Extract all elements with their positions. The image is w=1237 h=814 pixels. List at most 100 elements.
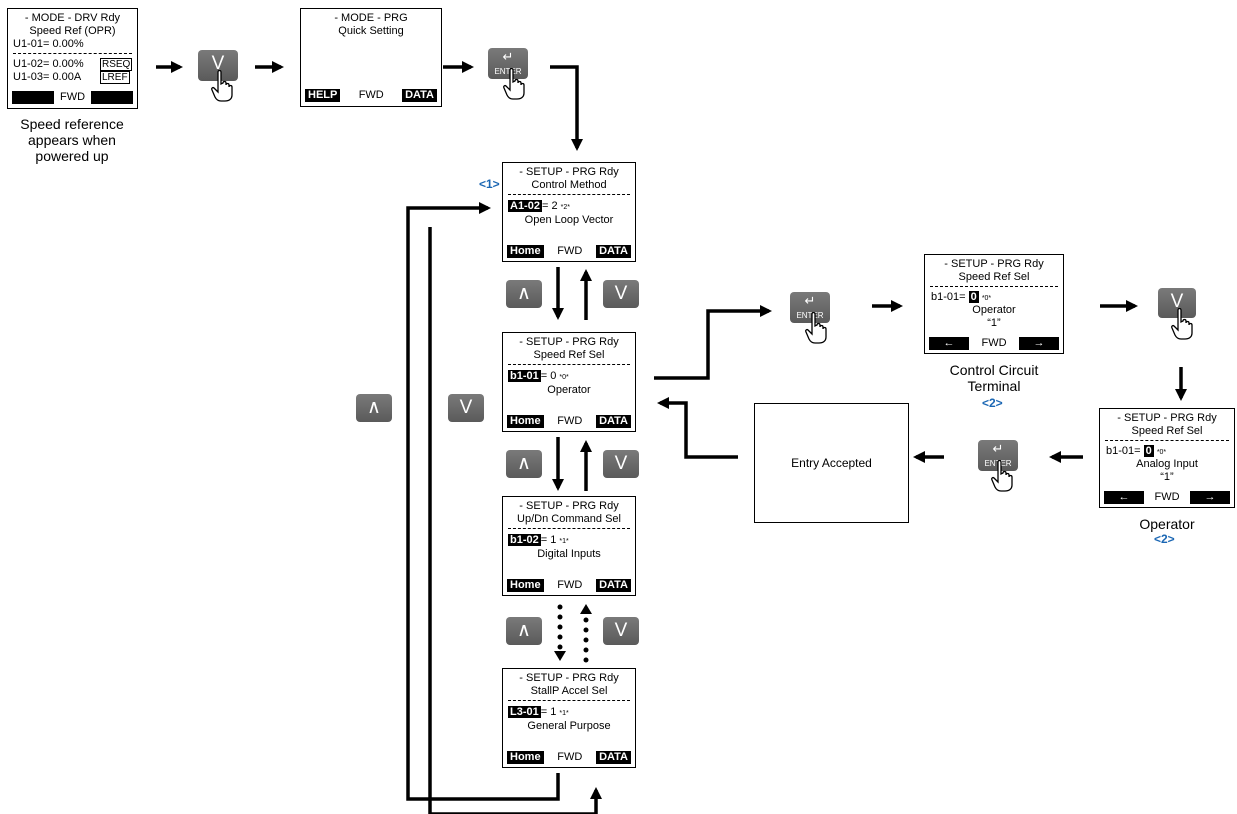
fwd-label: FWD [557, 579, 582, 592]
divider [1105, 440, 1229, 441]
setup-footer: Home FWD DATA [507, 245, 631, 258]
setup-header: - SETUP - PRG Rdy [503, 166, 635, 179]
param-value: = 1 [541, 706, 557, 718]
up-key-2[interactable]: ∧ [506, 450, 542, 478]
setup-header: - SETUP - PRG Rdy [1100, 412, 1234, 425]
param-title: StallP Accel Sel [503, 685, 635, 698]
caption-line-1: Operator [1099, 516, 1235, 532]
down-arrow-icon: V [603, 620, 639, 642]
enter-glyph-icon: ↵ [978, 441, 1018, 457]
entry-accepted-box: Entry Accepted [754, 403, 909, 523]
setup-header: - SETUP - PRG Rdy [503, 336, 635, 349]
divider [508, 700, 630, 701]
fwd-label: FWD [557, 415, 582, 428]
caption-line-1: Control Circuit [924, 362, 1064, 378]
param-desc: General Purpose [503, 720, 635, 733]
right-arrow-softkey[interactable]: → [1019, 337, 1059, 350]
caption-line-2: appears when [2, 132, 142, 148]
hand-pointer-icon [1170, 308, 1194, 340]
up-arrow-icon: ∧ [356, 397, 392, 419]
down-arrow-icon: V [603, 283, 639, 305]
default-value: *0* [1157, 449, 1166, 456]
home-softkey[interactable]: Home [507, 751, 544, 764]
default-value: *0* [559, 374, 568, 381]
down-key-3[interactable]: V [603, 617, 639, 645]
left-arrow-softkey[interactable]: ← [929, 337, 969, 350]
up-arrow-icon: ∧ [506, 453, 542, 475]
powered-up-caption: Speed reference appears when powered up [2, 116, 142, 164]
home-softkey[interactable]: Home [507, 415, 544, 428]
param-value: = 1 [541, 534, 557, 546]
param-value: = 2 [542, 200, 558, 212]
edit-digit[interactable]: 0 [969, 291, 979, 303]
caption-line-3: powered up [2, 148, 142, 164]
data-softkey[interactable]: DATA [596, 415, 631, 428]
left-arrow-softkey[interactable]: ← [1104, 491, 1144, 504]
up-key-1[interactable]: ∧ [506, 280, 542, 308]
caption-line-1: Speed reference [2, 116, 142, 132]
param-quote: “1” [1100, 471, 1234, 484]
divider [508, 528, 630, 529]
fwd-label: FWD [1154, 491, 1179, 504]
param-code: b1-01= [931, 291, 966, 303]
up-arrow-icon: ∧ [506, 283, 542, 305]
down-key-2[interactable]: V [603, 450, 639, 478]
softkey-right [91, 91, 133, 104]
monitor-u1-03-text: U1-03= 0.00A [13, 71, 81, 83]
param-title: Speed Ref Sel [925, 271, 1063, 284]
data-softkey[interactable]: DATA [596, 245, 631, 258]
param-code: A1-02 [508, 200, 542, 212]
default-value: *1* [559, 538, 568, 545]
data-softkey[interactable]: DATA [596, 579, 631, 592]
param-desc: Digital Inputs [503, 548, 635, 561]
param-title: Speed Ref Sel [1100, 425, 1234, 438]
param-title: Speed Ref Sel [503, 349, 635, 362]
fwd-label: FWD [359, 89, 384, 102]
setup-display-l3-01: - SETUP - PRG Rdy StallP Accel Sel L3-01… [502, 668, 636, 768]
lref-tag: LREF [100, 71, 130, 84]
rseq-tag: RSEQ [100, 58, 132, 71]
default-value: *1* [559, 710, 568, 717]
hand-pointer-icon [502, 68, 526, 100]
monitor-u1-02-text: U1-02= 0.00% [13, 58, 84, 70]
home-softkey[interactable]: Home [507, 245, 544, 258]
up-key-3[interactable]: ∧ [506, 617, 542, 645]
up-arrow-icon: ∧ [506, 620, 542, 642]
note-1: <1> [479, 177, 500, 191]
param-title: Up/Dn Command Sel [503, 513, 635, 526]
param-title: Control Method [503, 179, 635, 192]
speed-ref-title: Speed Ref (OPR) [8, 25, 137, 38]
data-softkey[interactable]: DATA [596, 751, 631, 764]
quick-footer: HELP FWD DATA [305, 89, 437, 102]
edit-footer: ← FWD → [929, 337, 1059, 350]
data-softkey[interactable]: DATA [402, 89, 437, 102]
help-softkey[interactable]: HELP [305, 89, 340, 102]
down-key-side[interactable]: V [448, 394, 484, 422]
param-desc: Open Loop Vector [503, 214, 635, 227]
home-softkey[interactable]: Home [507, 579, 544, 592]
setup-display-b1-02: - SETUP - PRG Rdy Up/Dn Command Sel b1-0… [502, 496, 636, 596]
param-code: L3-01 [508, 706, 541, 718]
fwd-label: FWD [557, 245, 582, 258]
setup-display-b1-01: - SETUP - PRG Rdy Speed Ref Sel b1-01= 0… [502, 332, 636, 432]
quick-setting-title: Quick Setting [301, 25, 441, 38]
up-key-side[interactable]: ∧ [356, 394, 392, 422]
param-value: = 0 [541, 370, 557, 382]
edit-display-analog-input: - SETUP - PRG Rdy Speed Ref Sel b1-01= 0… [1099, 408, 1235, 508]
mode-line: - MODE - DRV Rdy [8, 12, 137, 25]
param-line: b1-01= 0 *0* [931, 291, 1063, 305]
default-value: *0* [982, 295, 991, 302]
drive-mode-display: - MODE - DRV Rdy Speed Ref (OPR) U1-01= … [7, 8, 138, 109]
divider [13, 53, 132, 54]
edit-digit[interactable]: 0 [1144, 445, 1154, 457]
setup-footer: Home FWD DATA [507, 751, 631, 764]
mode-prg-line: - MODE - PRG [301, 12, 441, 25]
entry-accepted-label: Entry Accepted [791, 456, 872, 470]
param-desc: Operator [925, 304, 1063, 317]
down-key-1[interactable]: V [603, 280, 639, 308]
hand-pointer-icon [210, 70, 234, 102]
param-line: b1-01= 0 *0* [1106, 445, 1234, 459]
right-arrow-softkey[interactable]: → [1190, 491, 1230, 504]
param-line: A1-02= 2 *2* [508, 200, 635, 214]
